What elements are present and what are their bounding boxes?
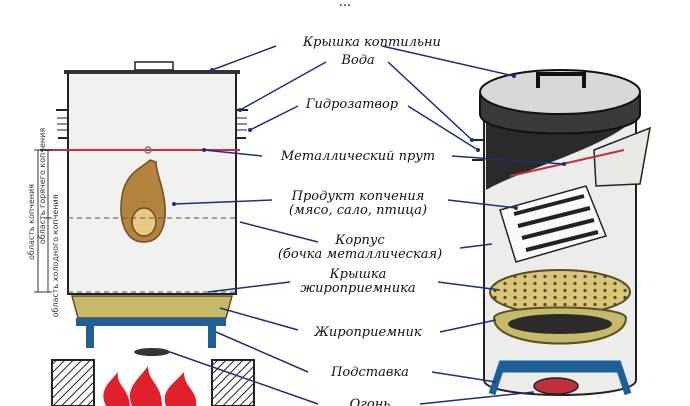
brick-left bbox=[51, 359, 95, 406]
label-tray: Жироприемник bbox=[313, 325, 422, 340]
zone-label-smoking: область копчения bbox=[27, 184, 36, 260]
label-tray-lid-2: жироприемника bbox=[300, 281, 415, 296]
lid-handle bbox=[134, 61, 174, 71]
label-metal-rod: Металлический прут bbox=[280, 149, 435, 164]
diagram-title: ... bbox=[339, 0, 351, 10]
label-body-2: (бочка металлическая) bbox=[278, 247, 442, 262]
barrel-rod bbox=[509, 149, 625, 177]
label-water-seal: Гидрозатвор bbox=[305, 97, 399, 112]
barrel-cut-flap bbox=[593, 126, 651, 187]
label-product-1: Продукт копчения bbox=[291, 189, 425, 204]
barrel-lid-handle bbox=[536, 72, 586, 88]
left-cross-section: область копчения область горячего копчен… bbox=[27, 61, 255, 406]
label-stand: Подставка bbox=[330, 365, 409, 380]
barrel-drip-tray-contents bbox=[508, 314, 612, 334]
barrel-lid-top bbox=[479, 69, 641, 115]
right-cutaway bbox=[470, 69, 651, 396]
fire-icon bbox=[103, 366, 197, 406]
label-tray-lid-1: Крышка bbox=[329, 267, 387, 282]
label-product-2: (мясо, сало, птица) bbox=[289, 203, 427, 218]
barrel-stand bbox=[488, 360, 632, 396]
label-fire: Огонь bbox=[350, 397, 391, 406]
leader-lines bbox=[169, 45, 565, 405]
meat-cut bbox=[131, 207, 157, 237]
smokehouse-lid bbox=[64, 70, 240, 74]
labels: Крышка коптильни Вода Гидрозатвор Металл… bbox=[278, 35, 442, 406]
leader-arrowheads bbox=[172, 68, 566, 210]
barrel-wood-chips bbox=[533, 377, 579, 395]
zone-dimension-lines bbox=[34, 149, 52, 293]
bacon-product bbox=[499, 185, 608, 263]
drip-tray bbox=[71, 295, 233, 319]
wood-chips bbox=[134, 348, 170, 356]
label-lid: Крышка коптильни bbox=[302, 35, 441, 50]
label-body-1: Корпус bbox=[334, 233, 385, 248]
barrel-water-seal bbox=[470, 139, 485, 161]
label-water: Вода bbox=[340, 53, 374, 68]
brick-right bbox=[211, 359, 255, 406]
rod-hook bbox=[144, 146, 152, 154]
stand bbox=[76, 318, 226, 348]
zone-label-cold: область холодного копчения bbox=[51, 194, 60, 317]
zone-label-hot: область горячего копчения bbox=[38, 128, 47, 244]
